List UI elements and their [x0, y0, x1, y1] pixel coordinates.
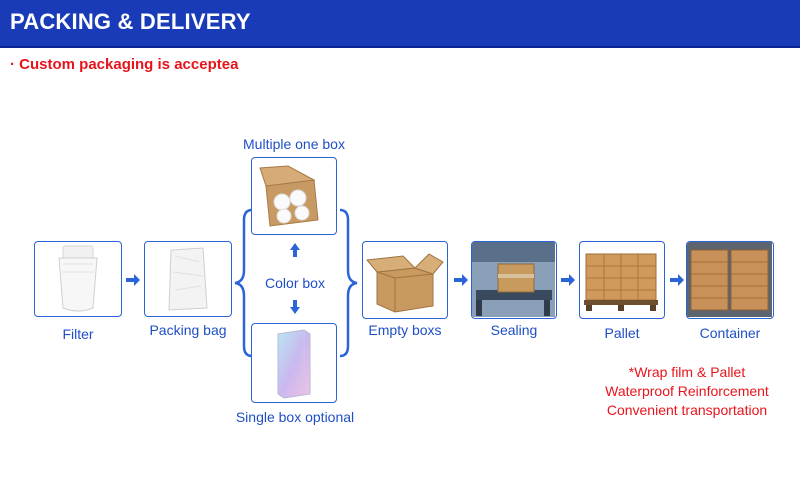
arrow-right-icon	[670, 274, 684, 286]
step-label-sealing: Sealing	[490, 322, 538, 338]
left-brace-icon	[234, 208, 253, 358]
single-box-image	[251, 323, 337, 403]
sealing-image	[471, 241, 557, 319]
step-label-empty-boxs: Empty boxs	[368, 322, 442, 338]
wrap-film-note: *Wrap film & Pallet Waterproof Reinforce…	[577, 363, 797, 420]
arrow-right-icon	[561, 274, 575, 286]
remark-line-2: Waterproof Reinforcement	[605, 383, 769, 399]
remark-line-1: *Wrap film & Pallet	[628, 364, 746, 380]
step-label-multiple-one-box: Multiple one box	[243, 136, 345, 152]
step-label-filter: Filter	[62, 326, 94, 342]
packing-bag-image	[144, 241, 232, 317]
step-label-single-box-optional: Single box optional	[235, 409, 355, 425]
page-title: PACKING & DELIVERY	[10, 9, 251, 34]
arrow-right-icon	[126, 274, 140, 286]
multiple-one-box-image	[251, 157, 337, 235]
step-label-packing-bag: Packing bag	[149, 322, 227, 338]
step-label-color-box: Color box	[265, 275, 325, 291]
pallet-image	[579, 241, 665, 319]
header-bar: PACKING & DELIVERY	[0, 0, 800, 48]
arrow-up-icon	[290, 243, 300, 257]
right-brace-icon	[339, 208, 358, 358]
filter-image	[34, 241, 122, 317]
step-label-pallet: Pallet	[604, 325, 640, 341]
remark-line-3: Convenient transportation	[606, 402, 768, 418]
arrow-down-icon	[290, 300, 300, 314]
custom-packaging-note: · Custom packaging is acceptea	[10, 56, 239, 73]
step-label-container: Container	[699, 325, 761, 341]
container-image	[686, 241, 774, 319]
arrow-right-icon	[454, 274, 468, 286]
empty-boxs-image	[362, 241, 448, 319]
